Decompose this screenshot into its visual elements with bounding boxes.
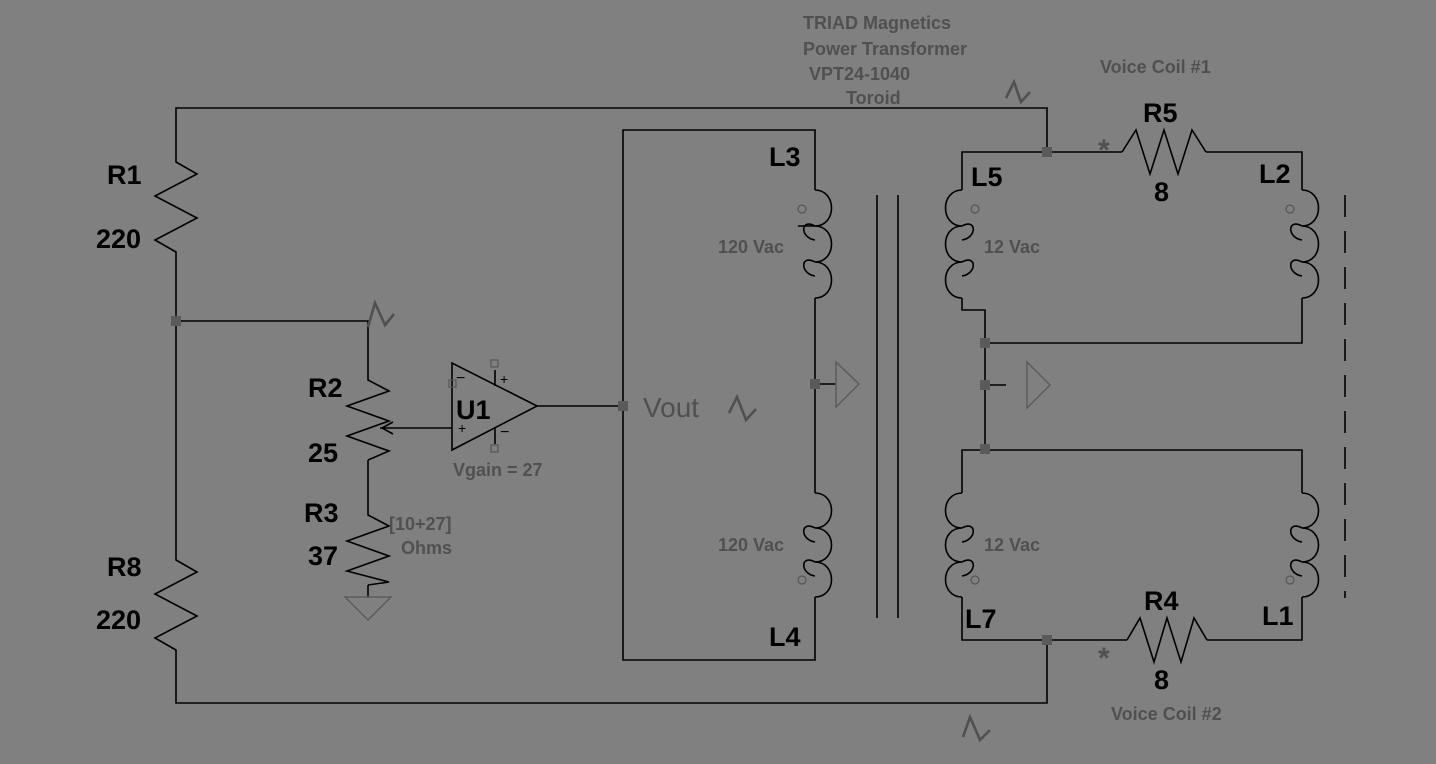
sine-icon-vout <box>727 393 757 423</box>
node-sec-b <box>980 444 990 454</box>
r1-ref: R1 <box>107 160 142 190</box>
inductor-l5 <box>944 189 980 299</box>
svg-text:−: − <box>456 370 465 387</box>
node-sec-center <box>980 380 990 390</box>
r2-value: 25 <box>308 438 338 468</box>
inductor-l7 <box>944 492 980 598</box>
wire-l7-top <box>961 449 985 493</box>
l4-ref: L4 <box>769 622 801 652</box>
l3-ref: L3 <box>769 142 801 172</box>
polarity-star-r4: * <box>1098 642 1110 675</box>
ground-symbol-primary <box>835 360 861 409</box>
transformer-title-line4: Toroid <box>846 88 901 108</box>
transformer-title-line2: Power Transformer <box>803 39 967 59</box>
wire-l1-top <box>985 449 1303 493</box>
r3-note-line2: Ohms <box>401 538 452 558</box>
ground-symbol-secondary <box>1026 360 1051 410</box>
wire-primary-loop <box>622 129 816 661</box>
r4-value: 8 <box>1154 665 1169 695</box>
transformer-title-line1: TRIAD Magnetics <box>803 13 951 33</box>
sine-icon-top <box>1004 78 1031 105</box>
svg-text:−: − <box>500 424 509 441</box>
r1-value: 220 <box>96 224 141 254</box>
r5-ref: R5 <box>1143 98 1178 128</box>
r3-value: 37 <box>308 541 338 571</box>
node-primary-center <box>810 379 820 389</box>
vout-label: Vout <box>643 392 699 423</box>
u1-ref: U1 <box>456 395 491 425</box>
node-sec-a <box>980 338 990 348</box>
inductor-l4 <box>797 492 833 598</box>
wire-l1-bottom <box>1207 597 1303 641</box>
l2-ref: L2 <box>1259 159 1291 189</box>
inductor-l1 <box>1285 492 1320 598</box>
inductor-l2 <box>1285 189 1320 299</box>
primary-voltage-bottom: 120 Vac <box>718 535 784 555</box>
secondary-voltage-bottom: 12 Vac <box>984 535 1040 555</box>
l5-ref: L5 <box>971 162 1003 192</box>
resistor-r1 <box>153 152 199 262</box>
ground-symbol-r3 <box>343 596 393 621</box>
junction-nodes <box>171 147 1052 645</box>
l7-ref: L7 <box>965 604 997 634</box>
svg-text:+: + <box>458 420 466 436</box>
resistor-r5 <box>1121 127 1207 177</box>
voice-coil-2-label: Voice Coil #2 <box>1111 704 1222 724</box>
potentiometer-r2 <box>344 372 394 461</box>
r2-ref: R2 <box>308 373 343 403</box>
inductor-l3 <box>797 189 833 299</box>
svg-text:+: + <box>500 371 508 387</box>
r4-ref: R4 <box>1144 586 1179 616</box>
wire-r5-right <box>1206 151 1303 190</box>
node-top-right <box>1042 147 1052 157</box>
transformer-title-line3: VPT24-1040 <box>809 64 910 84</box>
wire-l5-top <box>961 151 1047 190</box>
transformer-core <box>876 195 899 618</box>
l1-ref: L1 <box>1262 601 1294 631</box>
wires <box>175 107 1303 704</box>
node-bottom-right <box>1042 635 1052 645</box>
node-mid-left <box>171 316 181 326</box>
primary-voltage-top: 120 Vac <box>718 237 784 257</box>
wire-l2-bottom <box>985 298 1303 344</box>
wire-top-rail <box>175 107 1048 152</box>
wire-bottom-rail <box>175 640 1048 704</box>
r5-value: 8 <box>1154 177 1169 207</box>
resistor-r4 <box>1126 615 1208 665</box>
secondary-voltage-top: 12 Vac <box>984 237 1040 257</box>
wire-l5-bottom <box>961 298 986 450</box>
u1-gain-note: Vgain = 27 <box>453 460 543 480</box>
wire-l7-bottom <box>961 597 1127 641</box>
node-vout <box>618 401 628 411</box>
resistor-r8 <box>153 550 199 658</box>
sine-icon-bottom <box>961 713 991 743</box>
voice-coil-1-label: Voice Coil #1 <box>1100 57 1211 77</box>
sine-icon-r2 <box>366 299 396 328</box>
r8-ref: R8 <box>107 552 142 582</box>
opamp-u1: − + + − <box>448 359 539 453</box>
polarity-star-r5: * <box>1098 134 1110 167</box>
r3-note-line1: [10+27] <box>389 514 452 534</box>
r8-value: 220 <box>96 605 141 635</box>
resistor-r3 <box>344 507 392 586</box>
r3-ref: R3 <box>304 498 339 528</box>
wire-to-r2 <box>176 320 369 372</box>
